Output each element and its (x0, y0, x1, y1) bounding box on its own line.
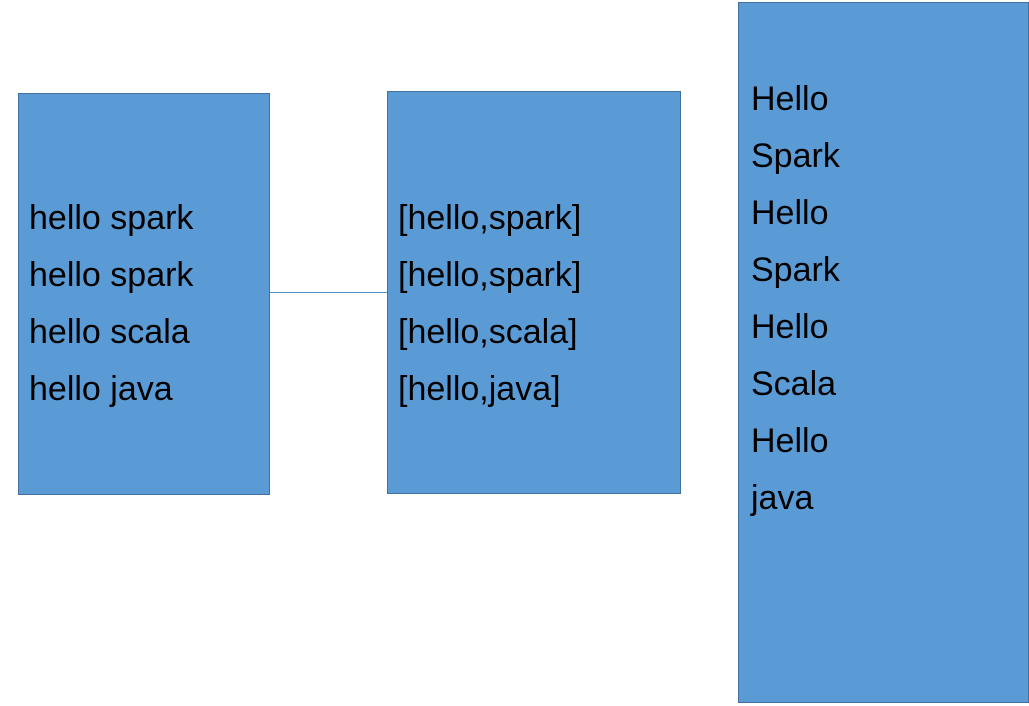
tokenized-line: [hello,spark] (398, 199, 582, 237)
flattened-word: Hello (751, 194, 829, 232)
tokenized-line: [hello,scala] (398, 313, 578, 351)
tokenized-lines-list: [hello,spark] [hello,spark] [hello,scala… (388, 190, 680, 418)
input-line: hello spark (29, 199, 194, 237)
tokenized-line: [hello,java] (398, 370, 561, 408)
connector-line (270, 292, 387, 293)
flattened-word: Hello (751, 80, 829, 118)
input-lines-box: hello spark hello spark hello scala hell… (18, 93, 270, 495)
tokenized-line: [hello,spark] (398, 256, 582, 294)
flattened-word: Spark (751, 251, 840, 289)
flattened-word: Hello (751, 308, 829, 346)
flattened-word: java (751, 479, 814, 517)
input-line: hello scala (29, 313, 190, 351)
flattened-word: Scala (751, 365, 837, 403)
flattened-word: Spark (751, 137, 840, 175)
input-line: hello spark (29, 256, 194, 294)
flattened-words-list: Hello Spark Hello Spark Hello Scala Hell… (739, 71, 1028, 527)
input-line: hello java (29, 370, 173, 408)
tokenized-lines-box: [hello,spark] [hello,spark] [hello,scala… (387, 91, 681, 494)
flattened-word: Hello (751, 422, 829, 460)
flattened-words-box: Hello Spark Hello Spark Hello Scala Hell… (738, 2, 1029, 703)
input-lines-list: hello spark hello spark hello scala hell… (19, 190, 269, 418)
